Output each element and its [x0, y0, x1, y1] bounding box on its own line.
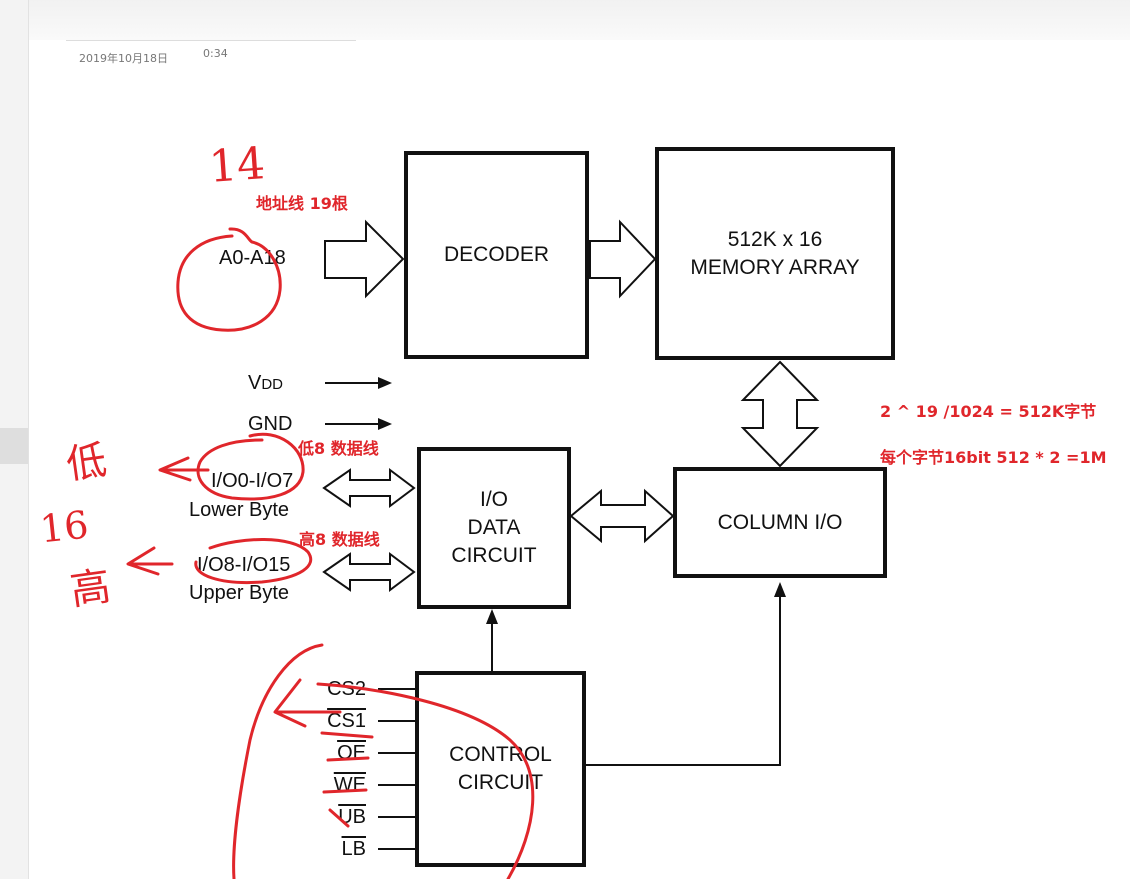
control-bracket-stroke [232, 643, 324, 879]
high8-note: 高8 数据线 [299, 530, 380, 549]
calc-note-line2: 每个字节16bit 512 * 2 =1M [880, 448, 1107, 467]
io-lower-circle-stroke [196, 432, 305, 501]
io-upper-double-arrow [322, 552, 416, 592]
vdd-label: VDD [248, 372, 283, 396]
gnd-label: GND [248, 413, 293, 435]
sidebar-selected-item[interactable] [0, 428, 28, 464]
io-data-line1: I/O [479, 488, 508, 511]
array-column-double-arrow [740, 360, 820, 468]
vdd-label-main: V [248, 372, 262, 394]
signal-cs1: CS1 [327, 710, 366, 732]
io-lower-double-arrow [322, 468, 416, 508]
decoder-label: DECODER [443, 243, 549, 266]
memory-array-size: 512K x 16 [727, 227, 823, 251]
we-strike [322, 788, 368, 794]
top-bar [0, 0, 1130, 40]
control-oval-stroke [316, 682, 535, 879]
calc-note-line1: 2 ^ 19 /1024 = 512K字节 [880, 402, 1097, 421]
low8-note: 低8 数据线 [298, 439, 379, 458]
column-io-label: COLUMN I/O [717, 510, 843, 534]
vdd-label-subscript: DD [261, 376, 284, 393]
column-io-block: COLUMN I/O [673, 467, 887, 578]
signal-cs2: CS2 [327, 678, 366, 700]
header-rule [66, 40, 356, 41]
control-line2: CIRCUIT [457, 771, 544, 794]
high-arrow-stroke [126, 546, 174, 576]
decoder-block: DECODER [404, 151, 589, 359]
io-upper-label: I/O8-I/O15 [197, 554, 291, 576]
control-circuit-block: CONTROL CIRCUIT [415, 671, 586, 867]
signal-lb: LB [341, 838, 366, 860]
cs1-strike [320, 731, 374, 739]
memory-array-label: MEMORY ARRAY [690, 255, 860, 279]
low-arrow-stroke [158, 456, 210, 482]
io-lower-label: I/O0-I/O7 [211, 470, 294, 492]
control-arrow-stroke [273, 678, 342, 728]
note-time: 0:34 [203, 47, 228, 60]
io-lower-desc: Lower Byte [189, 499, 290, 521]
io-upper-desc: Upper Byte [189, 582, 290, 604]
decoder-to-array-arrow [589, 219, 657, 299]
io-data-line2: DATA [467, 516, 521, 539]
io-data-circuit-block: I/O DATA CIRCUIT [417, 447, 571, 609]
address-count-note: 地址线 19根 [256, 194, 348, 213]
oe-strike [326, 756, 370, 762]
io-upper-circle-stroke [194, 538, 313, 585]
io-data-line3: CIRCUIT [451, 544, 537, 567]
address-arrow [324, 219, 405, 299]
left-sidebar-strip[interactable] [0, 0, 29, 879]
address-circle-stroke [176, 227, 282, 332]
ub-strike [328, 808, 350, 828]
memory-array-block: 512K x 16 MEMORY ARRAY [655, 147, 895, 360]
note-date: 2019年10月18日 [79, 52, 168, 65]
